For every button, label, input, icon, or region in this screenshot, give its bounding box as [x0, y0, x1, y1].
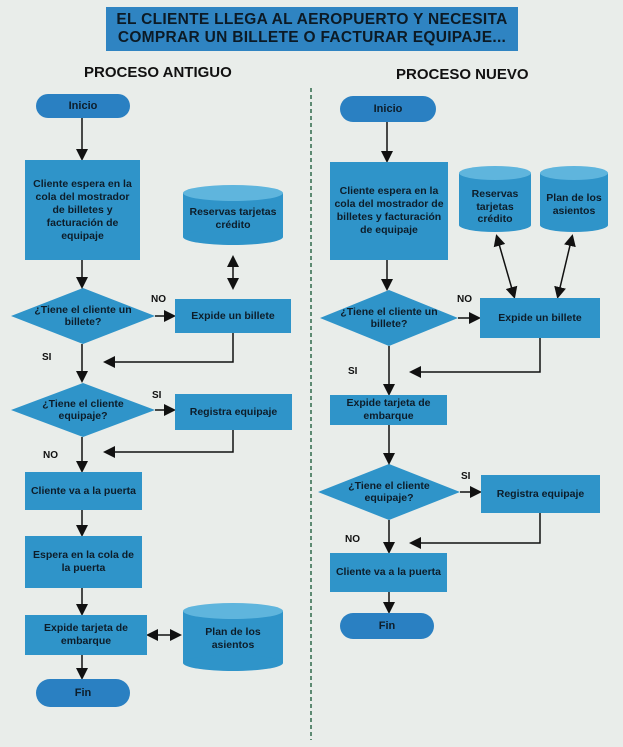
- old-end-terminal: Fin: [36, 679, 130, 707]
- old-reservations-cylinder: [183, 185, 283, 245]
- new-issue-ticket-box: Expide un billete: [480, 298, 600, 338]
- old-decision-ticket: ¿Tiene el cliente un billete?: [34, 303, 132, 329]
- new-decision-ticket: ¿Tiene el cliente un billete?: [340, 305, 438, 331]
- title-line-2: COMPRAR UN BILLETE O FACTURAR EQUIPAJE..…: [117, 29, 507, 46]
- old-process-heading: PROCESO ANTIGUO: [84, 64, 232, 81]
- new-end-terminal: Fin: [340, 613, 434, 639]
- new-start-terminal: Inicio: [340, 96, 436, 122]
- old-label-si-luggage: SI: [152, 390, 162, 401]
- old-label-no-luggage: NO: [43, 450, 58, 461]
- old-seatplan-cylinder: [183, 603, 283, 671]
- old-decision-luggage-shape: [11, 383, 155, 437]
- new-register-luggage-box: Registra equipaje: [481, 475, 600, 513]
- old-goes-gate-box: Cliente va a la puerta: [25, 472, 142, 510]
- old-decision-ticket-shape: [11, 288, 155, 344]
- new-process-heading: PROCESO NUEVO: [396, 66, 529, 83]
- old-decision-luggage: ¿Tiene el cliente equipaje?: [42, 397, 124, 423]
- new-decision-ticket-shape: [320, 290, 458, 346]
- new-goes-gate-box: Cliente va a la puerta: [330, 553, 447, 592]
- new-decision-luggage: ¿Tiene el cliente equipaje?: [348, 479, 430, 505]
- title-line-1: EL CLIENTE LLEGA AL AEROPUERTO Y NECESIT…: [116, 11, 508, 28]
- old-boarding-pass-box: Expide tarjeta de embarque: [25, 615, 147, 655]
- title-banner: EL CLIENTE LLEGA AL AEROPUERTO Y NECESIT…: [106, 7, 518, 51]
- new-decision-luggage-shape: [318, 464, 460, 520]
- old-reservations-label: Reservas tarjetas crédito: [189, 206, 277, 231]
- old-wait-counter-box: Cliente espera en la cola del mostrador …: [25, 160, 140, 260]
- old-register-luggage-box: Registra equipaje: [175, 394, 292, 430]
- new-wait-counter-box: Cliente espera en la cola del mostrador …: [330, 162, 448, 260]
- new-reservations-label: Reservas tarjetas crédito: [471, 188, 519, 225]
- old-label-no-ticket: NO: [151, 294, 166, 305]
- new-seatplan-label: Plan de los asientos: [546, 192, 602, 217]
- new-label-si-luggage: SI: [461, 471, 471, 482]
- old-issue-ticket-box: Expide un billete: [175, 299, 291, 333]
- old-seatplan-label: Plan de los asientos: [205, 626, 261, 651]
- new-label-si-ticket: SI: [348, 366, 358, 377]
- new-reservations-cylinder: [459, 166, 531, 232]
- new-boarding-pass-box: Expide tarjeta de embarque: [330, 395, 447, 425]
- old-label-si-ticket: SI: [42, 352, 52, 363]
- old-wait-gate-box: Espera en la cola de la puerta: [25, 536, 142, 588]
- new-seatplan-cylinder: [540, 166, 608, 232]
- new-label-no-luggage: NO: [345, 534, 360, 545]
- old-start-terminal: Inicio: [36, 94, 130, 118]
- new-label-no-ticket: NO: [457, 294, 472, 305]
